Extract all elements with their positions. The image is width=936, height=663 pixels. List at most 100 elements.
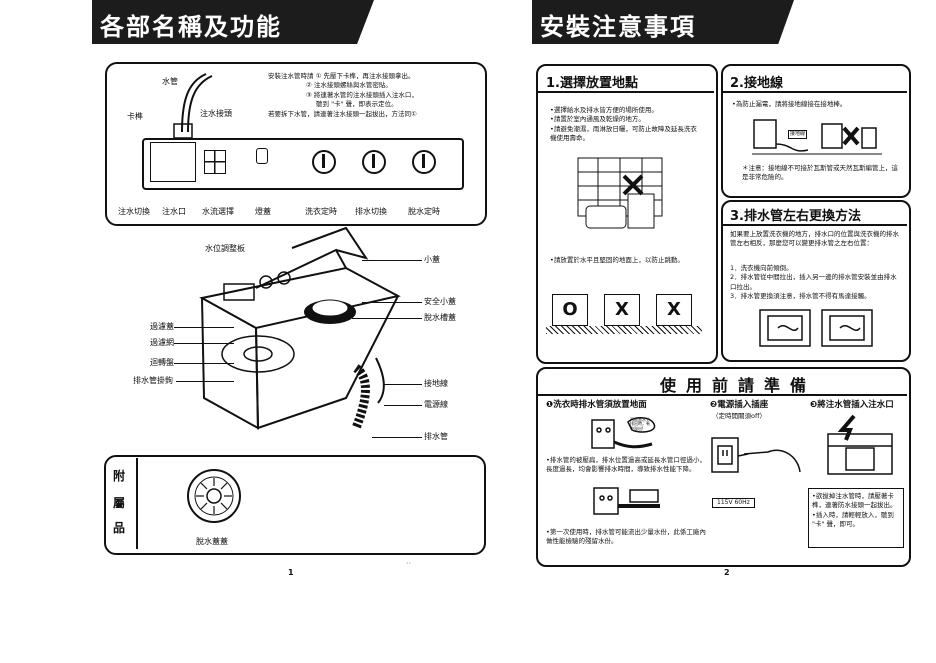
- inlet-notes: •欲拔掉注水管時，請壓著卡榫，連著防水接頭一起拔出。 •插入時，請輕輕放入，聽到…: [812, 492, 900, 530]
- stray-mark: ··: [406, 559, 412, 568]
- label-ground-wire: 接地線: [424, 379, 448, 388]
- label-inlet-port: 注水口: [162, 207, 186, 216]
- inlet-note-2: •插入時，請輕輕放入，聽到 "卡" 聲，即可。: [812, 510, 894, 529]
- label-pulsator: 迴轉盤: [150, 358, 174, 367]
- flow-select-panel: [204, 150, 226, 174]
- before-use-title-rule: [538, 394, 907, 396]
- label-wash-timer: 洗衣定時: [305, 207, 337, 216]
- drain-swap-step-3: 3．排水管更換須注意，排水管不得有馬達接觸。: [730, 292, 871, 301]
- leader-ground-wire: [384, 384, 422, 385]
- leader-drain-hook: [176, 381, 234, 382]
- placement-heading-rule: [538, 91, 714, 93]
- right-banner-title: 安裝注意事項: [540, 13, 696, 41]
- label-drain-switch: 排水切換: [355, 207, 387, 216]
- washer-illustration: [199, 226, 401, 430]
- grounding-illustration: [752, 119, 882, 155]
- washer-control-panel-box: [105, 62, 487, 226]
- leader-pulsator: [174, 363, 234, 364]
- grounding-bullet: •為防止漏電，請將接地線接在接地棒。: [732, 100, 847, 108]
- grounding-tag: 接地線: [788, 130, 808, 139]
- first-use-note: •第一次使用時，排水管可能流出少量水份，此係工廠內做性能檢驗的殘留水份。: [546, 528, 706, 546]
- floor-hatch: [546, 326, 702, 334]
- install-note-5: 若要拆下水管，請連著注水接頭一起拔出，方法同①: [268, 109, 417, 118]
- drain-swap-section: [721, 200, 911, 362]
- placement-bullet-1: •選擇給水及排水皆方便的場所使用。: [550, 106, 658, 114]
- drain-swap-illustration: [759, 309, 873, 347]
- install-note-2: ② 注水接頭螺絲與水管密貼。: [306, 81, 392, 90]
- drain-swap-heading: 3.排水管左右更換方法: [730, 209, 861, 224]
- before-use-item-2-sub: （定時開關須off）: [712, 412, 766, 420]
- label-flow-select: 水流選擇: [202, 207, 234, 216]
- placement-bullet-3: •請避免潮濕，雨淋放日曬，可防止故障及延長洗衣機使用壽命。: [550, 124, 697, 143]
- install-notes: 安裝注水管時請 ① 先壓下卡榫，再注水接頭拿出。 ② 注水接頭螺絲與水管密貼。 …: [268, 72, 418, 119]
- floor-mark-x1: X: [604, 294, 640, 326]
- drain-swap-heading-rule: [723, 224, 907, 226]
- right-page-number: 2: [724, 568, 730, 577]
- bathroom-illustration: [577, 157, 663, 229]
- lamp-lens: [256, 148, 268, 164]
- floor-mark-x1-text: X: [615, 299, 629, 320]
- inlet-note-1: •欲拔掉注水管時，請壓著卡榫，連著防水接頭一起拔出。: [812, 492, 897, 510]
- label-drain-pipe: 排水管: [424, 432, 448, 441]
- label-water-pipe: 水管: [162, 77, 178, 86]
- floor-mark-ok: O: [552, 294, 588, 326]
- leader-spin-tub-cover: [352, 318, 422, 319]
- before-use-item-3: ❸將注水管插入注水口: [810, 400, 894, 410]
- drain-placement-note: •排水管的被壓扁，排水位置過高或延長水管口徑過小，長度過長，均會影響排水時間，導…: [546, 456, 706, 474]
- label-inlet-switch: 注水切換: [118, 207, 150, 216]
- leader-safety-lid: [362, 302, 422, 303]
- install-note-4: 聽到 "卡" 聲，即表示定位。: [316, 100, 398, 109]
- speech-bubble-text: 再放置水分排出時，有中溢出!: [630, 417, 650, 431]
- accessory-title-3: 品: [113, 521, 126, 535]
- control-panel: [142, 138, 464, 190]
- floor-mark-x2: X: [656, 294, 692, 326]
- before-use-item-1: ❶洗衣時排水管須放置地面: [546, 400, 647, 410]
- left-page-number: 1: [288, 568, 294, 577]
- grounding-caution: ＊注意：接地線不可接於瓦斯管或天然瓦斯編管上，這是非常危險的。: [742, 164, 898, 182]
- power-outlet-drawing: [711, 437, 801, 473]
- floor-mark-x2-text: X: [667, 299, 681, 320]
- before-use-section: [536, 367, 911, 567]
- label-safety-lid: 安全小蓋: [424, 297, 456, 306]
- install-note-1: 安裝注水管時請 ① 先壓下卡榫，再注水接頭拿出。: [268, 72, 415, 80]
- label-inlet-joint: 注水接頭: [200, 109, 232, 118]
- placement-bullet-2: •請置於室內通風及乾燥的地方。: [550, 115, 645, 124]
- placement-heading: 1.選擇放置地點: [546, 76, 638, 91]
- label-power-cord: 電源線: [424, 400, 448, 409]
- placement-floor-note: •請放置於水平且堅固的地面上，以防止跳動。: [550, 256, 684, 264]
- drain-switch-knob: [362, 150, 386, 174]
- spin-lid-accessory-drawing: [187, 469, 241, 523]
- washer-character-drawing: [593, 487, 660, 515]
- placement-section: [536, 64, 718, 364]
- grounding-heading-rule: [723, 91, 907, 93]
- accessory-divider: [136, 458, 138, 549]
- accessory-title-2: 屬: [113, 496, 126, 510]
- label-drain-hook: 排水管掛鉤: [133, 376, 173, 385]
- leader-filter-lid: [174, 327, 234, 328]
- label-filter-net: 過濾網: [150, 338, 174, 347]
- drain-swap-intro: 如果要上放置洗衣機的地方，排水口的位置與洗衣機的排水管左右相反，那麼您可以變更排…: [730, 230, 899, 248]
- before-use-title: 使用前請準備: [660, 376, 817, 395]
- label-lamp: 燈蓋: [255, 207, 271, 216]
- inlet-box: [150, 142, 196, 182]
- drain-swap-step-1: 1．洗衣機向前傾倒。: [730, 264, 793, 272]
- left-banner-title: 各部名稱及功能: [100, 13, 282, 41]
- inlet-notes-box: [808, 488, 904, 548]
- floor-mark-ok-text: O: [562, 299, 578, 320]
- install-note-3: ③ 將連著水管的注水接頭插入注水口，: [306, 90, 418, 99]
- before-use-item-2: ❷電源插入插座: [710, 400, 769, 410]
- right-page-banner: 安裝注意事項: [532, 0, 794, 44]
- label-spin-timer: 脫水定時: [408, 207, 440, 216]
- label-filter-lid: 過濾蓋: [150, 322, 174, 331]
- outlet-voltage-label: 115V 60Hz: [712, 498, 755, 508]
- label-latch: 卡榫: [127, 112, 143, 121]
- accessory-title-1: 附: [113, 469, 126, 483]
- label-small-lid: 小蓋: [424, 255, 440, 264]
- placement-bullets: •選擇給水及排水皆方便的場所使用。 •請置於室內通風及乾燥的地方。 •請避免潮濕…: [550, 106, 700, 144]
- inlet-hose-drawing: [827, 414, 893, 475]
- label-level-plate: 水位調整板: [205, 244, 245, 253]
- accessory-item-label: 脫水蓋蓋: [196, 537, 228, 546]
- drain-swap-step-2: 2．排水管從中間拉出，插入另一邊的排水管安裝並由排水口拉出。: [730, 273, 897, 291]
- wash-timer-knob: [312, 150, 336, 174]
- spin-timer-knob: [412, 150, 436, 174]
